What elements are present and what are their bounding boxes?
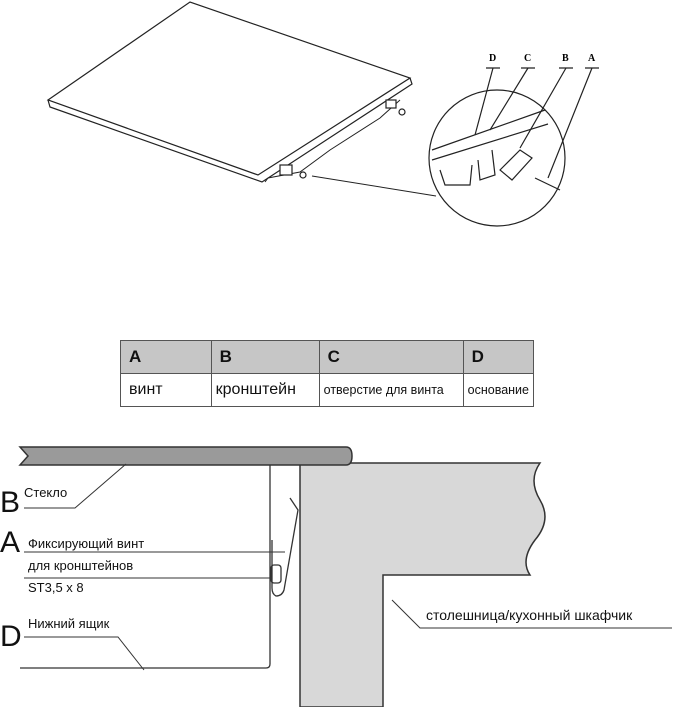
screw-spec: ST3,5 x 8 bbox=[28, 580, 84, 595]
callout-label-a: A bbox=[588, 53, 596, 64]
parts-table: A B C D винт кронштейн отверстие для вин… bbox=[120, 340, 535, 407]
glass-panel bbox=[18, 446, 353, 466]
value-d: основание bbox=[462, 373, 535, 407]
value-a: винт bbox=[120, 373, 212, 407]
letter-d: D bbox=[0, 620, 22, 653]
leader-lines bbox=[24, 463, 672, 671]
letter-b: B bbox=[0, 486, 21, 519]
callout-label-b: B bbox=[562, 53, 569, 64]
letter-a: A bbox=[0, 526, 21, 559]
glass-label: Стекло bbox=[24, 485, 68, 500]
countertop-label: столешница/кухонный шкафчик bbox=[426, 607, 633, 623]
header-a: A bbox=[120, 340, 212, 374]
value-b: кронштейн bbox=[210, 373, 320, 407]
callout-label-d: D bbox=[489, 53, 497, 64]
header-b: B bbox=[210, 340, 320, 374]
screw-label-1: Фиксирующий винт bbox=[28, 536, 145, 551]
callout-label-c: C bbox=[524, 53, 532, 64]
hob-illustration bbox=[46, 1, 413, 183]
countertop-cabinet bbox=[299, 462, 546, 707]
value-c: отверстие для винта bbox=[318, 373, 464, 407]
header-d: D bbox=[462, 340, 535, 374]
bracket bbox=[270, 497, 299, 597]
callout-leader bbox=[311, 175, 437, 197]
lower-box-label: Нижний ящик bbox=[28, 616, 110, 631]
lower-box-outline bbox=[20, 465, 271, 669]
detail-callout bbox=[428, 67, 599, 227]
screw-label-2: для кронштейнов bbox=[28, 558, 134, 573]
header-c: C bbox=[318, 340, 464, 374]
